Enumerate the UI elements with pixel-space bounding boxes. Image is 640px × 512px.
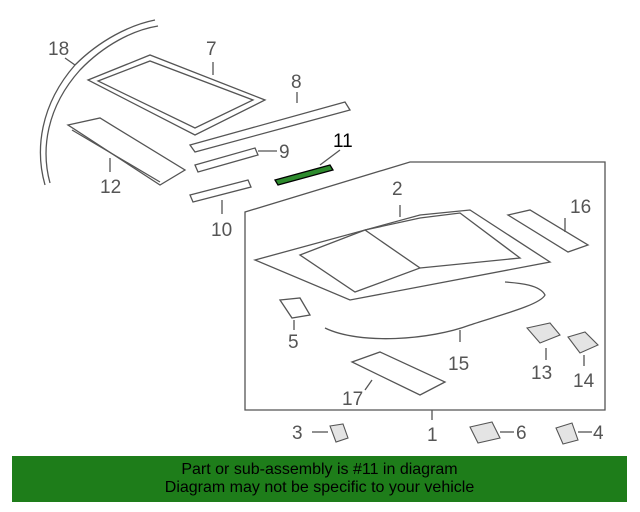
part-13-motor[interactable] <box>525 322 561 360</box>
part-15-wire-harness[interactable] <box>324 281 546 342</box>
assembly-1-outline <box>244 161 606 411</box>
parts-diagram: 18 7 8 12 9 11 10 1 <box>39 19 606 446</box>
callout-11[interactable]: 11 <box>333 131 353 152</box>
part-14-switch[interactable] <box>567 331 599 366</box>
callout-9[interactable]: 9 <box>279 142 290 163</box>
callout-16[interactable]: 16 <box>570 197 591 218</box>
callout-6[interactable]: 6 <box>516 423 527 444</box>
part-7-roof-panel[interactable] <box>86 54 267 136</box>
callout-12[interactable]: 12 <box>100 177 121 198</box>
banner-line-1: Part or sub-assembly is #11 in diagram <box>181 461 458 478</box>
callout-13[interactable]: 13 <box>531 363 552 384</box>
callout-18[interactable]: 18 <box>48 39 69 60</box>
callout-2[interactable]: 2 <box>392 179 403 200</box>
callout-15[interactable]: 15 <box>448 354 469 375</box>
part-8-roof-rail[interactable] <box>188 92 352 153</box>
part-5-bracket[interactable] <box>278 297 312 330</box>
part-9-rail[interactable] <box>194 147 277 173</box>
callout-3[interactable]: 3 <box>292 423 303 444</box>
callout-4[interactable]: 4 <box>593 423 604 444</box>
callout-14[interactable]: 14 <box>573 371 595 392</box>
callout-7[interactable]: 7 <box>206 39 217 60</box>
part-18-weatherstrip[interactable] <box>39 19 159 186</box>
banner-line-2: Diagram may not be specific to your vehi… <box>164 479 475 496</box>
part-10-rail[interactable] <box>189 179 252 214</box>
part-11-highlighted-rail[interactable] <box>274 149 341 186</box>
callout-17[interactable]: 17 <box>342 389 363 410</box>
callout-8[interactable]: 8 <box>291 72 302 93</box>
part-16-drip-channel[interactable] <box>506 209 590 253</box>
callout-5[interactable]: 5 <box>288 332 299 353</box>
part-4-clip[interactable] <box>555 422 592 445</box>
info-banner: Part or sub-assembly is #11 in diagram D… <box>12 456 627 502</box>
part-2-sunroof-housing[interactable] <box>253 205 552 301</box>
callout-1[interactable]: 1 <box>427 425 438 446</box>
part-12-front-header[interactable] <box>66 117 187 186</box>
part-17-frame[interactable] <box>350 351 447 396</box>
part-6-clip[interactable] <box>469 421 514 444</box>
part-3-clip[interactable] <box>312 423 349 443</box>
callout-10[interactable]: 10 <box>211 220 232 241</box>
